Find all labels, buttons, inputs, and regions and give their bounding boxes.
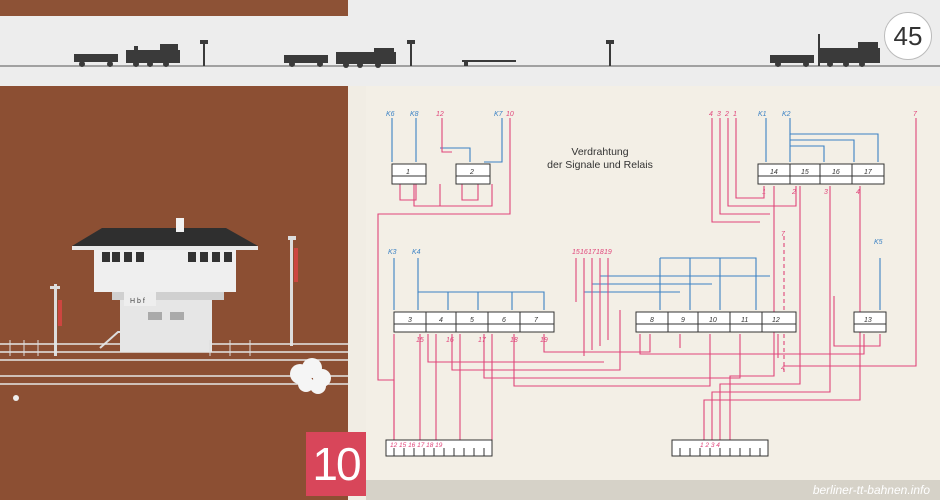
label-2: 2 (724, 111, 729, 118)
under-3: 3 (824, 189, 828, 196)
label-4: 4 (709, 111, 713, 118)
relay-4: 4 (439, 317, 443, 324)
label-k3: K3 (388, 249, 397, 256)
relay-9: 9 (681, 317, 685, 324)
diagram-title: Verdrahtung der Signale und Relais (520, 146, 680, 172)
diagram-panel (348, 86, 940, 500)
train-silhouettes (0, 34, 940, 68)
relay-13: 13 (864, 317, 872, 324)
terminal-left-label: 12 15 16 17 18 19 (390, 442, 443, 449)
label-k2: K2 (782, 111, 791, 118)
page-number: 45 (884, 12, 932, 60)
label-3: 3 (717, 111, 721, 118)
site-credit: berliner-tt-bahnen.info (812, 483, 930, 497)
header-brown-strip (0, 0, 348, 16)
relay-5: 5 (470, 317, 474, 324)
relay-2: 2 (469, 169, 474, 176)
label-k5: K5 (874, 239, 883, 246)
relay-15: 15 (801, 169, 809, 176)
terminal-right-label: 1 2 3 4 (700, 442, 720, 449)
label-k7: K7 (494, 111, 504, 118)
relay-12: 12 (772, 317, 780, 324)
under-19: 19 (540, 337, 548, 344)
relay-8: 8 (650, 317, 654, 324)
marker-4: 4 (781, 365, 785, 372)
label-k4: K4 (412, 249, 421, 256)
label-k6: K6 (386, 111, 395, 118)
under-1: 1 (762, 189, 766, 196)
label-1: 1 (733, 111, 737, 118)
relay-17: 17 (864, 169, 873, 176)
label-16: 16 (580, 249, 588, 256)
under-16: 16 (446, 337, 454, 344)
diagram-title-line2: der Signale und Relais (547, 159, 653, 171)
panel-gutter (348, 86, 366, 500)
relay-11: 11 (741, 317, 748, 324)
label-17: 17 (588, 249, 597, 256)
footer-strip (366, 480, 940, 500)
relay-1: 1 (406, 169, 410, 176)
diagram-title-line1: Verdrahtung (571, 146, 629, 158)
under-15: 15 (416, 337, 424, 344)
label-18: 18 (596, 249, 604, 256)
signal-box-illustration: H b f (0, 218, 348, 401)
marker-7: 7 (781, 231, 786, 238)
relay-6: 6 (502, 317, 506, 324)
building-sign: H b f (130, 298, 145, 305)
label-19: 19 (604, 249, 612, 256)
relay-14: 14 (770, 169, 778, 176)
relay-10: 10 (709, 317, 717, 324)
chapter-number: 10 (306, 432, 366, 496)
under-4: 4 (856, 189, 860, 196)
relay-16: 16 (832, 169, 840, 176)
label-k1: K1 (758, 111, 767, 118)
label-7: 7 (913, 111, 918, 118)
label-12: 12 (436, 111, 444, 118)
under-17: 17 (478, 337, 487, 344)
relay-7: 7 (534, 317, 539, 324)
label-15: 15 (572, 249, 580, 256)
label-10: 10 (506, 111, 514, 118)
under-2: 2 (791, 189, 796, 196)
under-18: 18 (510, 337, 518, 344)
relay-3: 3 (408, 317, 412, 324)
label-k8: K8 (410, 111, 419, 118)
